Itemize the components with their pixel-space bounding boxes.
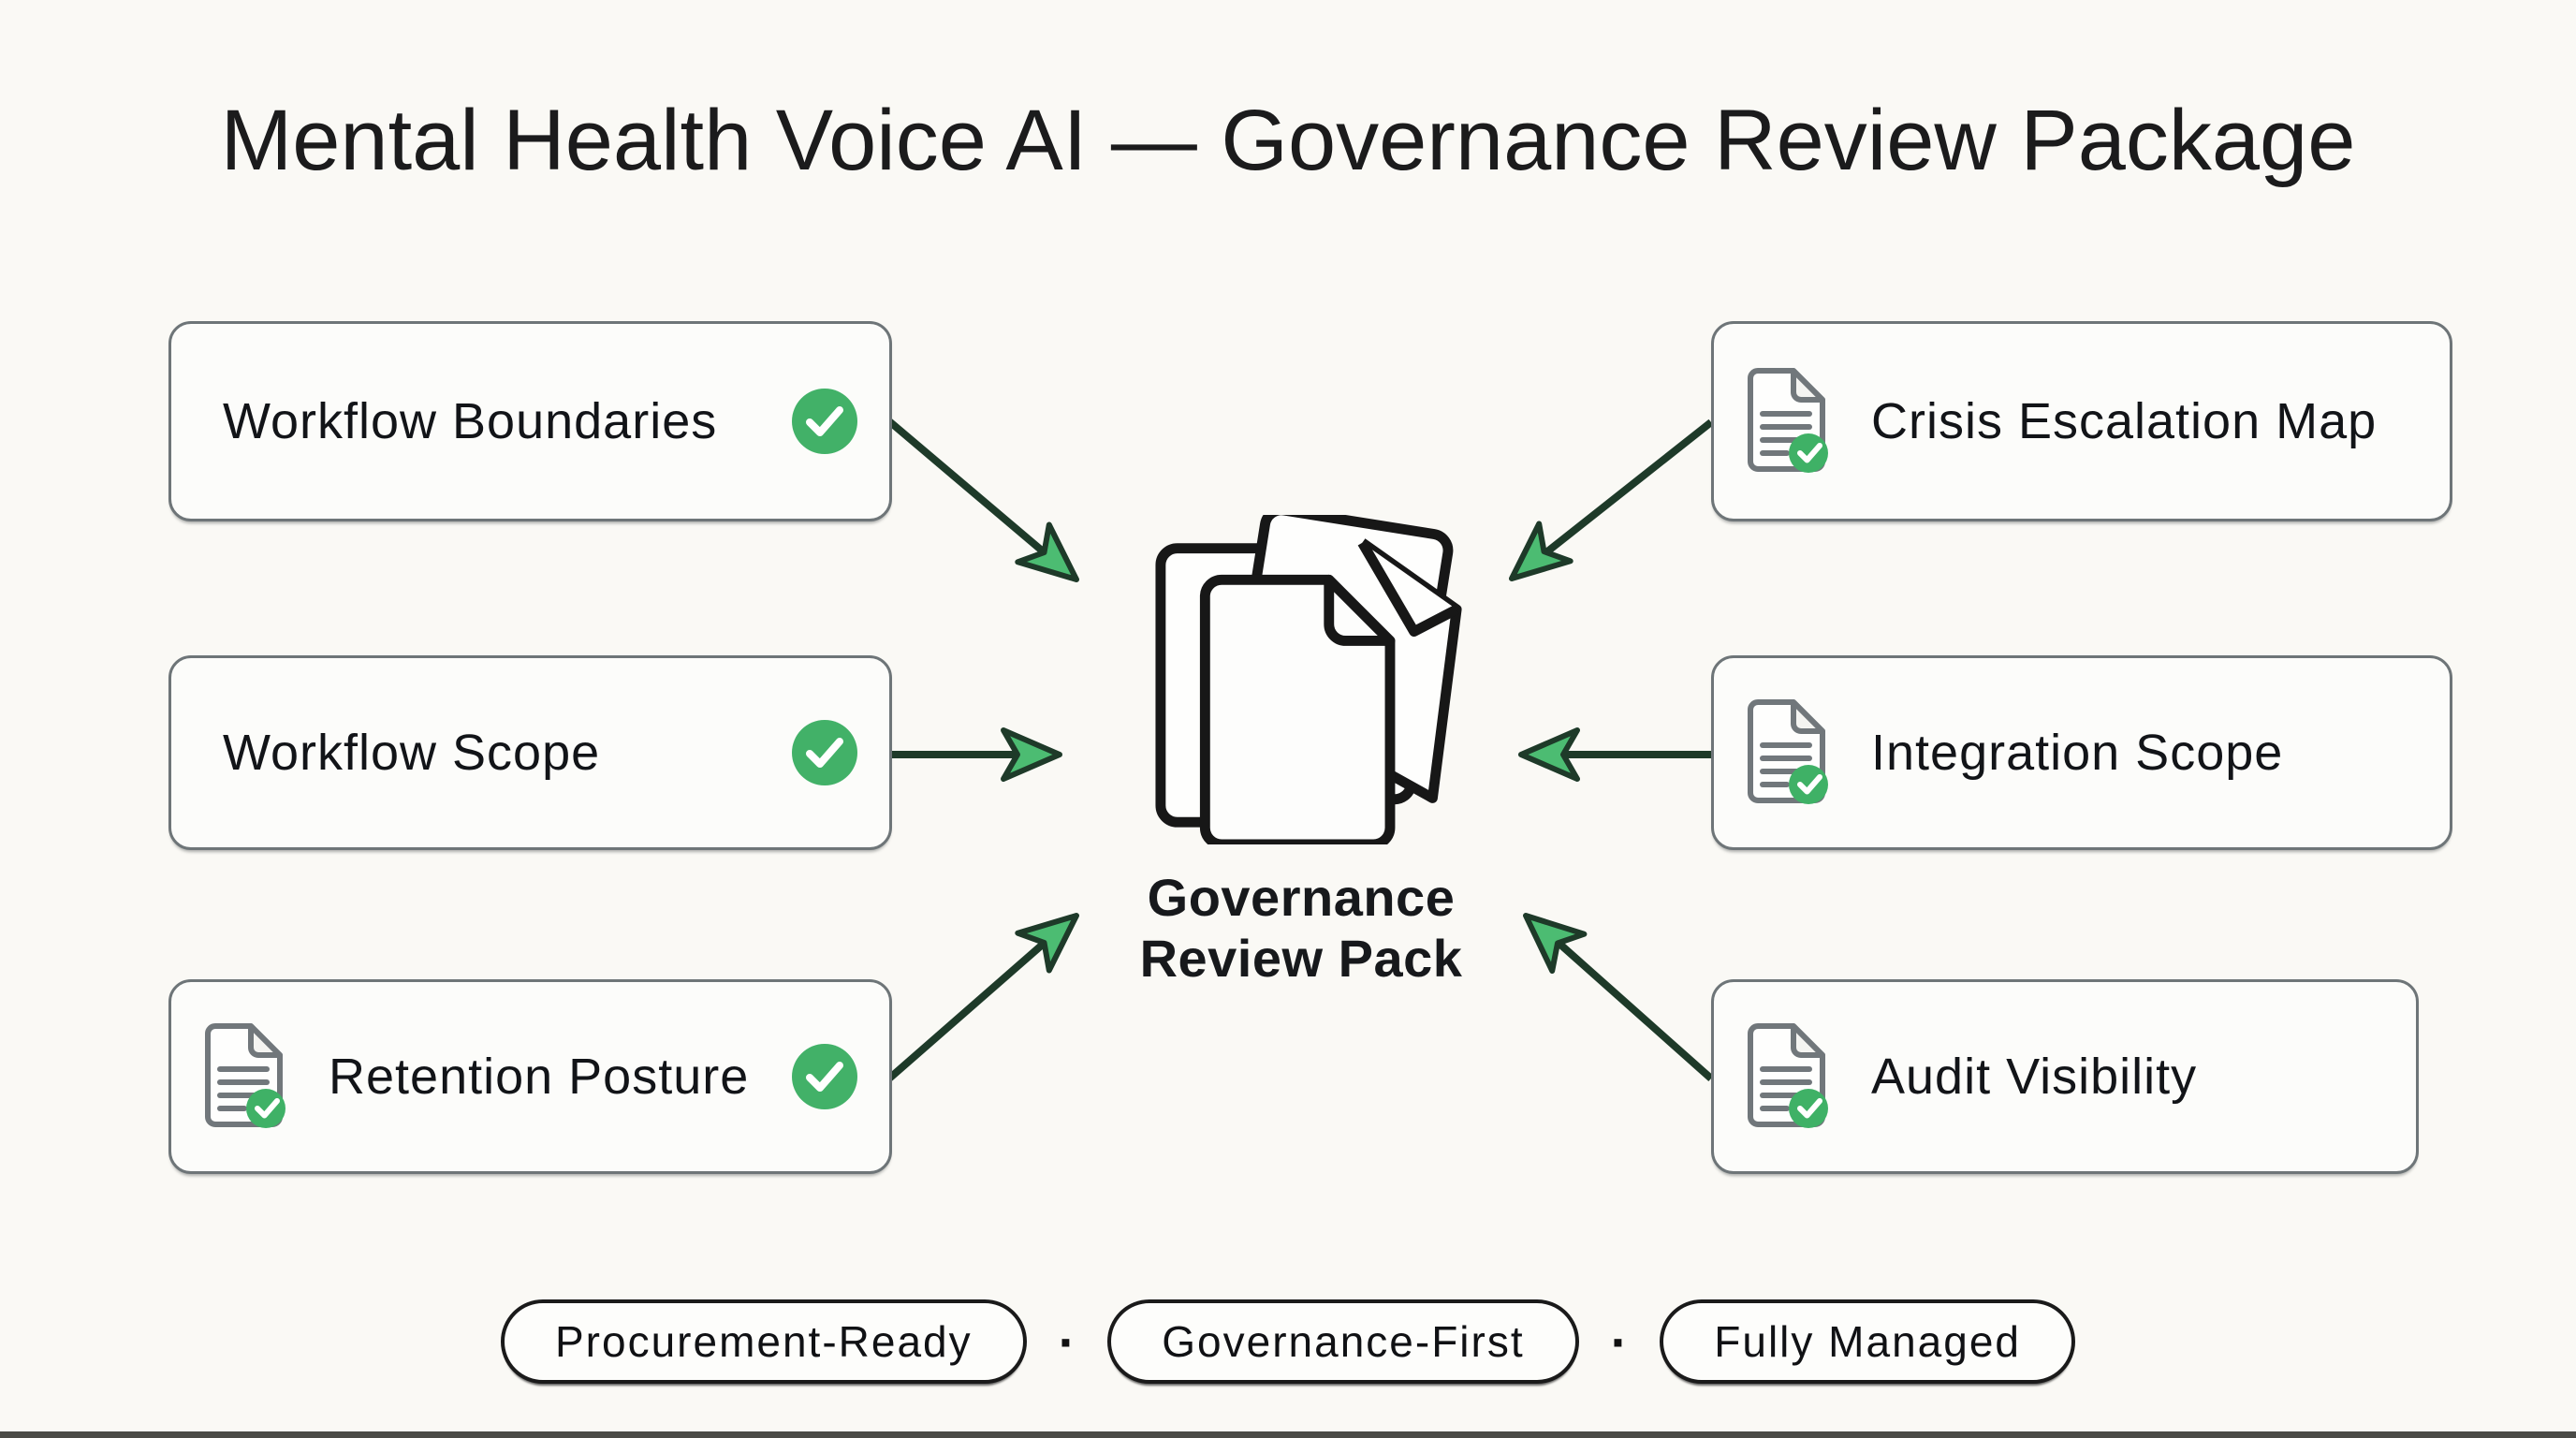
center-label: Governance Review Pack: [1020, 867, 1582, 989]
source-box-label: Workflow Scope: [223, 725, 601, 781]
source-box-label: Integration Scope: [1871, 725, 2284, 781]
document-check-icon: [1742, 698, 1830, 807]
source-box-label: Retention Posture: [329, 1049, 750, 1105]
source-box-integration-scope: Integration Scope: [1711, 655, 2452, 850]
center-label-line1: Governance: [1147, 868, 1456, 927]
arrow-from-retention-posture: [886, 913, 1079, 1082]
check-circle-icon: [790, 718, 859, 787]
badge-separator-dot: ·: [1610, 1312, 1629, 1372]
source-box-label: Workflow Boundaries: [223, 393, 718, 449]
page-title: Mental Health Voice AI — Governance Revi…: [220, 93, 2356, 188]
bottom-edge-bar: [0, 1431, 2576, 1438]
center-label-line2: Review Pack: [1139, 929, 1463, 988]
source-box-workflow-scope: Workflow Scope: [168, 655, 892, 850]
arrow-from-integration-scope: [1518, 727, 1711, 782]
badge-separator-dot: ·: [1058, 1312, 1076, 1372]
source-box-workflow-boundaries: Workflow Boundaries: [168, 321, 892, 521]
source-box-retention-posture: Retention Posture: [168, 979, 892, 1174]
source-box-crisis-escalation-map: Crisis Escalation Map: [1711, 321, 2452, 521]
arrow-from-crisis-escalation-map: [1509, 418, 1714, 581]
badge-pill-procurement-ready: Procurement-Ready: [501, 1299, 1027, 1384]
check-circle-icon: [790, 1042, 859, 1111]
arrow-from-audit-visibility: [1523, 913, 1714, 1081]
source-box-label: Audit Visibility: [1871, 1049, 2198, 1105]
check-circle-icon: [790, 387, 859, 456]
source-box-audit-visibility: Audit Visibility: [1711, 979, 2419, 1174]
source-box-label: Crisis Escalation Map: [1871, 393, 2378, 449]
document-check-icon: [1742, 367, 1830, 476]
document-stack-icon: [1153, 505, 1468, 850]
arrow-from-workflow-boundaries: [886, 418, 1079, 582]
document-check-icon: [199, 1022, 287, 1131]
badge-pill-fully-managed: Fully Managed: [1660, 1299, 2075, 1384]
document-check-icon: [1742, 1022, 1830, 1131]
badge-row: Procurement-Ready · Governance-First · F…: [0, 1299, 2576, 1384]
badge-pill-governance-first: Governance-First: [1107, 1299, 1579, 1384]
arrow-from-workflow-scope: [892, 727, 1062, 782]
